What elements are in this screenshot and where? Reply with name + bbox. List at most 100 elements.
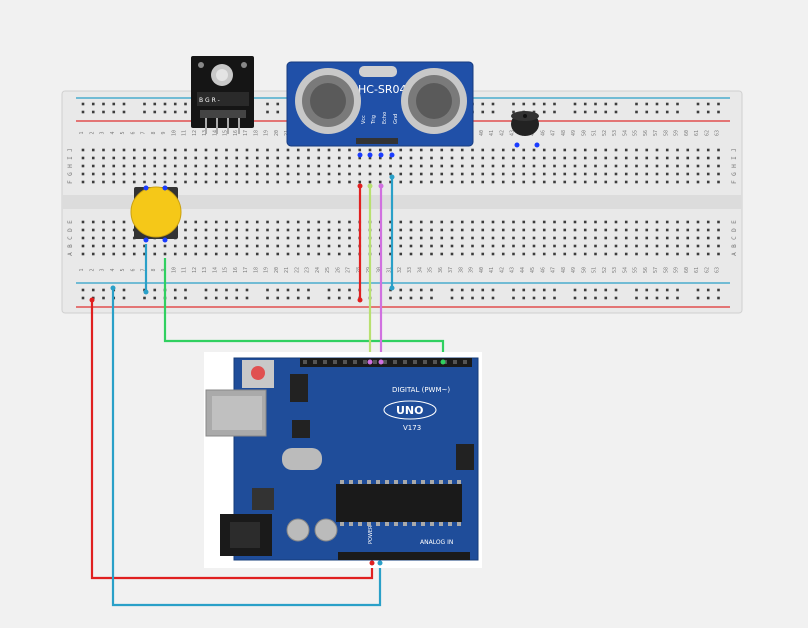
- svg-text:35: 35: [428, 267, 434, 273]
- svg-text:16: 16: [233, 130, 239, 136]
- svg-text:14: 14: [212, 267, 218, 273]
- wire-blue-gnd: [111, 288, 382, 607]
- svg-text:23: 23: [305, 267, 311, 273]
- svg-text:4: 4: [110, 268, 116, 271]
- svg-text:15: 15: [223, 267, 229, 273]
- svg-text:53: 53: [612, 267, 618, 273]
- svg-text:20: 20: [274, 130, 280, 136]
- buzzer-icon[interactable]: [511, 111, 540, 148]
- svg-text:9: 9: [161, 131, 167, 134]
- svg-text:15: 15: [223, 130, 229, 136]
- svg-text:50: 50: [581, 267, 587, 273]
- svg-text:B: B: [731, 244, 738, 248]
- svg-text:61: 61: [694, 130, 700, 136]
- svg-text:8: 8: [151, 268, 157, 271]
- svg-text:41: 41: [489, 130, 495, 136]
- svg-text:12: 12: [192, 130, 198, 136]
- svg-text:2: 2: [89, 268, 95, 271]
- svg-text:36: 36: [438, 267, 444, 273]
- svg-text:37: 37: [448, 267, 454, 273]
- svg-text:5: 5: [120, 131, 126, 134]
- svg-text:32: 32: [397, 267, 403, 273]
- svg-text:49: 49: [571, 130, 577, 136]
- wire-green-button: [163, 258, 445, 360]
- svg-text:I: I: [731, 156, 738, 160]
- svg-text:42: 42: [499, 130, 505, 136]
- svg-text:4: 4: [110, 131, 116, 134]
- svg-text:50: 50: [581, 130, 587, 136]
- digital-label: DIGITAL (PWM~): [392, 386, 450, 394]
- svg-text:51: 51: [592, 130, 598, 136]
- svg-text:18: 18: [253, 267, 259, 273]
- svg-text:44: 44: [520, 267, 526, 273]
- svg-text:55: 55: [633, 130, 639, 136]
- arduino-version-label: V173: [403, 424, 421, 432]
- pin-trig-label: Trig: [371, 115, 377, 125]
- svg-text:34: 34: [417, 267, 423, 273]
- svg-text:51: 51: [592, 267, 598, 273]
- svg-text:F: F: [731, 180, 738, 184]
- svg-text:48: 48: [561, 267, 567, 273]
- pin-gnd-label: Gnd: [393, 114, 399, 124]
- svg-text:17: 17: [243, 130, 249, 136]
- svg-text:8: 8: [151, 131, 157, 134]
- svg-text:47: 47: [551, 130, 557, 136]
- svg-text:24: 24: [315, 267, 321, 273]
- svg-text:43: 43: [510, 130, 516, 136]
- svg-text:26: 26: [335, 267, 341, 273]
- svg-text:1: 1: [79, 268, 85, 271]
- svg-text:2: 2: [89, 131, 95, 134]
- svg-text:10: 10: [171, 267, 177, 273]
- svg-text:11: 11: [182, 130, 188, 136]
- svg-text:33: 33: [407, 267, 413, 273]
- svg-text:E: E: [67, 220, 74, 224]
- svg-text:63: 63: [715, 130, 721, 136]
- svg-text:H: H: [731, 164, 738, 168]
- wires: [89, 174, 445, 607]
- arduino-uno-board[interactable]: DIGITAL (PWM~) UNO V173 POWER ANALOG IN: [204, 352, 482, 568]
- svg-text:3: 3: [100, 131, 106, 134]
- svg-text:60: 60: [684, 267, 690, 273]
- pin-echo-label: Echo: [382, 112, 388, 124]
- svg-text:58: 58: [663, 267, 669, 273]
- svg-text:20: 20: [274, 267, 280, 273]
- svg-text:59: 59: [674, 130, 680, 136]
- svg-text:E: E: [731, 220, 738, 224]
- analog-label: ANALOG IN: [420, 539, 453, 546]
- svg-text:54: 54: [622, 130, 628, 136]
- svg-text:48: 48: [561, 130, 567, 136]
- svg-text:3: 3: [100, 268, 106, 271]
- svg-text:1: 1: [79, 131, 85, 134]
- svg-text:53: 53: [612, 130, 618, 136]
- svg-text:57: 57: [653, 267, 659, 273]
- svg-text:40: 40: [479, 267, 485, 273]
- sensor-label: HC-SR04: [358, 83, 407, 96]
- pushbutton-icon[interactable]: [130, 185, 182, 243]
- svg-text:21: 21: [284, 267, 290, 273]
- svg-text:61: 61: [694, 267, 700, 273]
- arduino-model-label: UNO: [396, 404, 424, 417]
- svg-text:I: I: [67, 156, 74, 160]
- svg-text:F: F: [67, 180, 74, 184]
- svg-text:C: C: [731, 236, 738, 240]
- ultrasonic-sensor[interactable]: HC-SR04 Vcc Trig Echo Gnd: [286, 61, 474, 158]
- svg-text:19: 19: [264, 130, 270, 136]
- svg-text:12: 12: [192, 267, 198, 273]
- svg-text:60: 60: [684, 130, 690, 136]
- svg-text:54: 54: [622, 267, 628, 273]
- svg-text:58: 58: [663, 130, 669, 136]
- rgb-led-module-icon[interactable]: B G R -: [191, 56, 254, 134]
- svg-text:6: 6: [130, 131, 136, 134]
- svg-text:57: 57: [653, 130, 659, 136]
- svg-text:25: 25: [325, 267, 331, 273]
- svg-text:22: 22: [294, 267, 300, 273]
- svg-text:42: 42: [499, 267, 505, 273]
- svg-text:D: D: [731, 228, 738, 232]
- svg-text:63: 63: [715, 267, 721, 273]
- svg-text:A: A: [67, 252, 74, 256]
- svg-text:13: 13: [202, 267, 208, 273]
- svg-text:C: C: [67, 236, 74, 240]
- wire-red-5v: [90, 300, 374, 580]
- svg-text:16: 16: [233, 267, 239, 273]
- svg-text:49: 49: [571, 267, 577, 273]
